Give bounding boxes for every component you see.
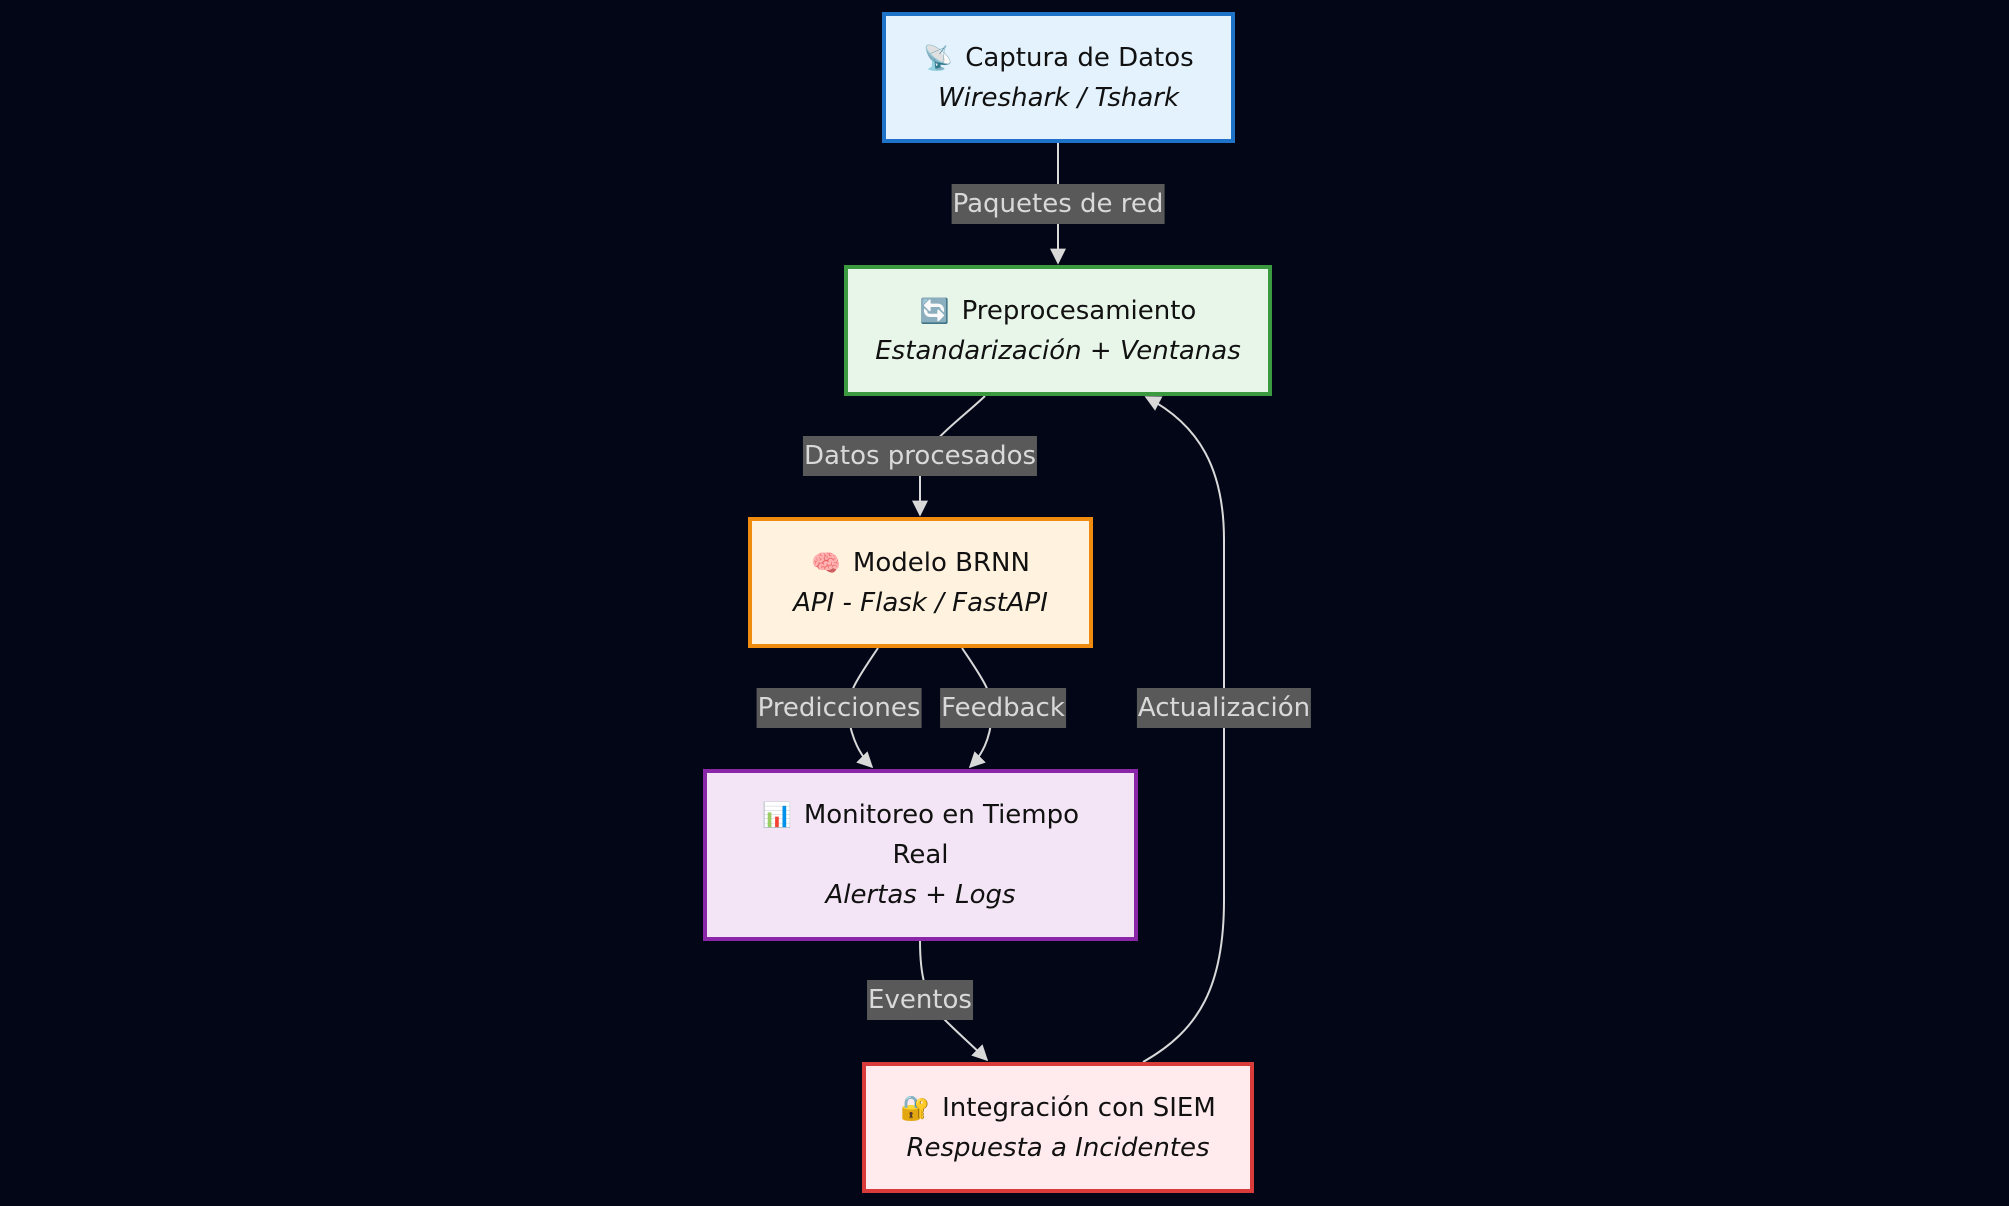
node-modelo-brnn[interactable]: 🧠 Modelo BRNN API - Flask / FastAPI	[748, 517, 1093, 648]
satellite-antenna-icon: 📡	[923, 43, 954, 72]
refresh-icon: 🔄	[919, 296, 950, 325]
edge-label-paquetes: Paquetes de red	[951, 184, 1165, 224]
node-preprocesamiento[interactable]: 🔄 Preprocesamiento Estandarización + Vent…	[844, 265, 1272, 396]
node-monitoreo[interactable]: 📊 Monitoreo en Tiempo Real Alertas + Logs	[703, 769, 1138, 941]
edge-label-eventos: Eventos	[867, 980, 973, 1020]
edge-label-actualizacion: Actualización	[1136, 688, 1312, 728]
node-title-text: Captura de Datos	[965, 42, 1194, 73]
node-title-text: Preprocesamiento	[961, 295, 1197, 326]
node-subtitle: Alertas + Logs	[825, 880, 1016, 910]
node-subtitle: API - Flask / FastAPI	[793, 587, 1048, 618]
brain-icon: 🧠	[811, 548, 841, 577]
node-subtitle: Respuesta a Incidentes	[906, 1132, 1210, 1163]
node-title: 🔄 Preprocesamiento	[920, 291, 1197, 331]
edge-label-predicciones: Predicciones	[756, 688, 922, 728]
node-title: 📊 Monitoreo en Tiempo	[762, 795, 1079, 835]
edge-siem-preproc	[1142, 396, 1225, 1063]
node-title-text: Modelo BRNN	[852, 547, 1030, 578]
node-title: 🧠 Modelo BRNN	[811, 543, 1030, 583]
node-title: 📡 Captura de Datos	[923, 38, 1193, 78]
lock-icon: 🔐	[900, 1093, 931, 1122]
node-title-line2: Real	[892, 840, 949, 870]
edge-label-datos: Datos procesados	[802, 436, 1038, 476]
node-integracion-siem[interactable]: 🔐 Integración con SIEM Respuesta a Incide…	[862, 1062, 1254, 1193]
node-title-text: Monitoreo en Tiempo	[803, 800, 1080, 830]
node-subtitle: Estandarización + Ventanas	[875, 335, 1241, 366]
node-subtitle: Wireshark / Tshark	[937, 82, 1180, 113]
node-captura-de-datos[interactable]: 📡 Captura de Datos Wireshark / Tshark	[882, 12, 1235, 143]
bar-chart-icon: 📊	[761, 801, 792, 829]
node-title-text: Integración con SIEM	[942, 1092, 1216, 1123]
edge-label-feedback: Feedback	[940, 688, 1066, 728]
node-title: 🔐 Integración con SIEM	[900, 1088, 1216, 1128]
